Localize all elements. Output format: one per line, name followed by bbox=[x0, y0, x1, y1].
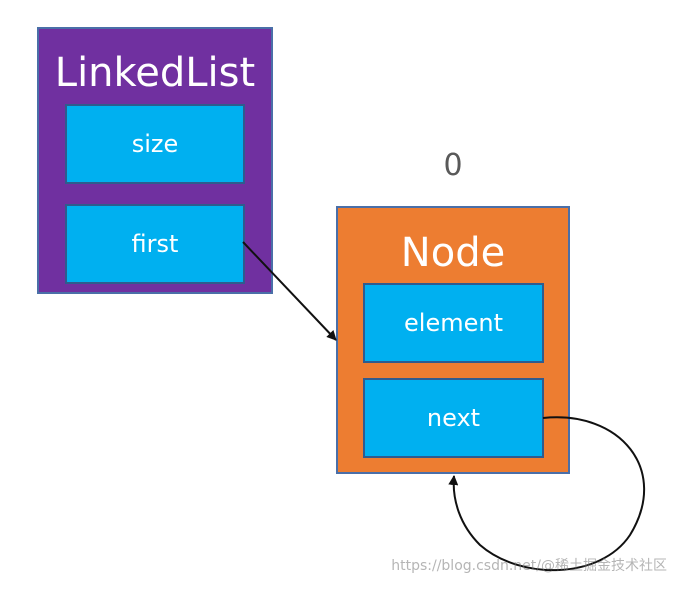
node-title: Node bbox=[400, 230, 506, 276]
node-box: Node element next bbox=[336, 206, 570, 474]
element-field: element bbox=[363, 283, 544, 363]
watermark-text: https://blog.csdn.net/@稀土掘金技术社区 bbox=[391, 558, 667, 574]
linkedlist-box: LinkedList size first bbox=[37, 27, 273, 294]
next-field: next bbox=[363, 378, 544, 458]
first-to-node-arrow bbox=[242, 241, 337, 341]
linkedlist-title: LinkedList bbox=[54, 50, 256, 96]
size-field: size bbox=[65, 104, 245, 184]
node-index-label: 0 bbox=[443, 148, 463, 183]
next-self-loop-arrow bbox=[448, 416, 646, 571]
first-field: first bbox=[65, 204, 245, 284]
